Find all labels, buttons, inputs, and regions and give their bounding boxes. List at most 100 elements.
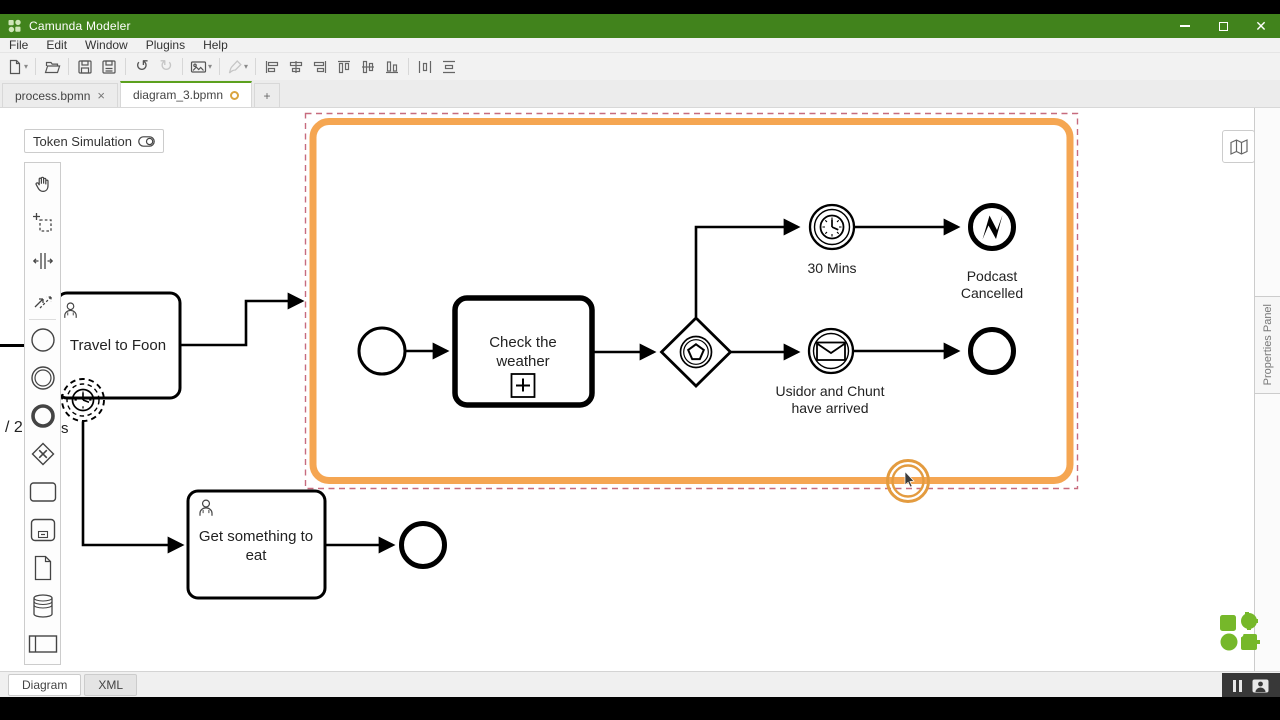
token-boundary-highlight[interactable]: [886, 459, 930, 503]
create-task[interactable]: [25, 473, 60, 511]
sequence-flow-gateway-to-timer[interactable]: [694, 218, 801, 317]
letterbox-bottom: [0, 697, 1280, 720]
label-check-line2: weather: [495, 353, 549, 370]
properties-panel-tab[interactable]: Properties Panel: [1254, 296, 1280, 394]
menu-file[interactable]: File: [9, 38, 29, 52]
create-subprocess[interactable]: [25, 511, 60, 549]
hand-tool[interactable]: [25, 166, 60, 204]
redo-button[interactable]: ↻: [154, 55, 178, 79]
properties-panel-label: Properties Panel: [1261, 304, 1274, 386]
boundary-timer-event[interactable]: [61, 378, 105, 422]
label-podcast-line2: Cancelled: [961, 285, 1023, 301]
format-brush-icon: [228, 59, 242, 73]
label-travel-task: Travel to Foon: [70, 337, 166, 354]
screen-recorder-widget: [1222, 673, 1280, 698]
tab-close-icon[interactable]: ×: [97, 88, 105, 103]
space-tool[interactable]: [25, 242, 60, 280]
label-msg-line2: have arrived: [791, 400, 868, 416]
create-intermediate-event[interactable]: [25, 359, 60, 397]
event-based-gateway[interactable]: [659, 316, 733, 388]
data-store-icon: [32, 594, 53, 618]
align-bottom-icon: [386, 60, 399, 73]
camera-preview-icon[interactable]: [1252, 679, 1269, 693]
label-check-line1: Check the: [489, 334, 557, 351]
sequence-flow-to-eat-task[interactable]: [81, 421, 185, 554]
label-podcast-line1: Podcast: [967, 268, 1018, 284]
create-start-event[interactable]: [25, 321, 60, 359]
space-tool-icon: [32, 253, 53, 269]
label-fragment-right: s: [61, 420, 69, 437]
document-tab-bar: process.bpmn × diagram_3.bpmn +: [0, 80, 1280, 108]
tab-diagram-3-bpmn[interactable]: diagram_3.bpmn: [119, 81, 253, 107]
global-connect-tool[interactable]: [25, 280, 60, 318]
new-file-button[interactable]: ▾: [4, 55, 31, 79]
distribute-horizontally-button[interactable]: [413, 55, 437, 79]
export-image-button[interactable]: ▾: [187, 55, 215, 79]
create-participant[interactable]: [25, 625, 60, 663]
pause-icon[interactable]: [1232, 679, 1242, 692]
create-data-object[interactable]: [25, 549, 60, 587]
save-icon: [78, 59, 92, 74]
lasso-tool[interactable]: [25, 204, 60, 242]
end-event[interactable]: [968, 327, 1016, 375]
format-brush-button[interactable]: ▾: [224, 55, 251, 79]
camunda-logo-icon: [8, 19, 21, 33]
minimap-toggle-button[interactable]: [1222, 130, 1255, 163]
xml-view-tab[interactable]: XML: [84, 673, 138, 696]
undo-button[interactable]: ↺: [130, 55, 154, 79]
align-horizontal-center-icon: [362, 60, 375, 73]
timer-intermediate-event[interactable]: [808, 203, 856, 251]
end-event-eat[interactable]: [399, 521, 447, 569]
menu-bar: File Edit Window Plugins Help: [0, 38, 1280, 53]
close-button[interactable]: ✕: [1242, 14, 1280, 38]
align-vertical-center-button[interactable]: [284, 55, 308, 79]
expanded-subprocess[interactable]: [309, 118, 1074, 484]
bpmn-canvas[interactable]: Travel to Foon / 2 s Get something: [0, 108, 1280, 671]
create-end-event[interactable]: [25, 397, 60, 435]
save-as-button[interactable]: [97, 55, 121, 79]
create-data-store[interactable]: [25, 587, 60, 625]
lasso-icon: [32, 213, 52, 232]
travel-to-foon-user-task[interactable]: Travel to Foon: [55, 291, 182, 400]
properties-panel-strip: Properties Panel: [1254, 108, 1280, 671]
sequence-flow-to-subprocess[interactable]: [180, 292, 305, 347]
menu-window[interactable]: Window: [85, 38, 128, 52]
message-intermediate-event[interactable]: [807, 327, 855, 375]
label-eat-line1: Get something to: [199, 528, 313, 545]
element-palette: [24, 162, 61, 665]
align-top-button[interactable]: [332, 55, 356, 79]
palette-separator: [29, 319, 56, 320]
connect-icon: [34, 296, 52, 309]
distribute-vertically-button[interactable]: [437, 55, 461, 79]
export-image-icon: [190, 60, 207, 73]
error-end-event[interactable]: [968, 203, 1016, 251]
menu-help[interactable]: Help: [203, 38, 228, 52]
start-event[interactable]: [357, 326, 407, 376]
dropdown-caret-icon: ▾: [208, 62, 213, 71]
menu-plugins[interactable]: Plugins: [145, 38, 186, 52]
get-something-to-eat-user-task[interactable]: Get something to eat: [186, 489, 327, 600]
check-the-weather-subprocess[interactable]: Check the weather: [452, 295, 595, 408]
align-right-button[interactable]: [308, 55, 332, 79]
align-left-icon: [265, 60, 279, 73]
tab-process-bpmn[interactable]: process.bpmn ×: [2, 83, 118, 107]
minimize-button[interactable]: [1166, 14, 1204, 38]
token-simulation-toggle[interactable]: Token Simulation: [24, 129, 164, 153]
menu-edit[interactable]: Edit: [46, 38, 68, 52]
align-bottom-button[interactable]: [380, 55, 404, 79]
selection-outline: [304, 112, 1079, 490]
align-left-button[interactable]: [260, 55, 284, 79]
open-file-button[interactable]: [40, 55, 64, 79]
dropdown-caret-icon: ▾: [24, 62, 29, 71]
data-object-icon: [34, 555, 51, 581]
toolbar: ▾ ↺ ↻ ▾: [0, 53, 1280, 80]
start-event-icon: [30, 328, 55, 352]
maximize-button[interactable]: [1204, 14, 1242, 38]
save-button[interactable]: [73, 55, 97, 79]
save-as-icon: [102, 59, 116, 74]
align-horizontal-center-button[interactable]: [356, 55, 380, 79]
new-tab-button[interactable]: +: [254, 83, 281, 107]
letterbox-top: [0, 0, 1280, 14]
create-gateway[interactable]: [25, 435, 60, 473]
diagram-view-tab[interactable]: Diagram: [8, 673, 82, 696]
